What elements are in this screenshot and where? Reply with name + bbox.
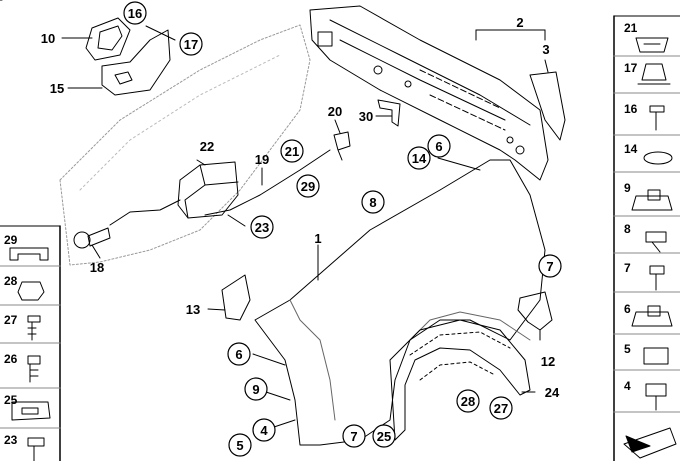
legend-left-4: 25 bbox=[4, 393, 18, 407]
callout-22: 22 bbox=[200, 139, 214, 154]
legend-right-4: 9 bbox=[624, 181, 631, 195]
callout-2: 2 bbox=[516, 15, 523, 30]
legend-left-1: 28 bbox=[4, 274, 18, 288]
callout-29-main: 29 bbox=[301, 179, 315, 194]
callout-16: 16 bbox=[128, 6, 142, 21]
callout-28: 28 bbox=[461, 394, 475, 409]
callout-7-right: 7 bbox=[546, 259, 553, 274]
callout-7-low: 7 bbox=[350, 429, 357, 444]
right-legend-labels: 21 17 16 14 9 8 7 6 5 4 bbox=[624, 21, 638, 393]
rear-frame-bracket bbox=[309, 5, 566, 181]
ghost-body-panel bbox=[59, 24, 311, 266]
callout-6-top: 6 bbox=[435, 139, 442, 154]
legend-right-9: 4 bbox=[624, 379, 631, 393]
cable-18 bbox=[109, 199, 181, 226]
bracket-30 bbox=[377, 99, 401, 127]
legend-icons-right bbox=[623, 37, 677, 459]
callout-14: 14 bbox=[412, 151, 427, 166]
callout-27: 27 bbox=[494, 401, 508, 416]
legend-icons-left bbox=[9, 247, 51, 462]
legend-left-3: 26 bbox=[4, 352, 18, 366]
legend-right-1: 17 bbox=[624, 61, 638, 75]
main-side-panel bbox=[254, 159, 546, 446]
ghost-body-inner bbox=[79, 54, 281, 191]
callout-23: 23 bbox=[255, 220, 269, 235]
actuator-22 bbox=[177, 161, 239, 219]
callout-5: 5 bbox=[236, 438, 243, 453]
callout-17: 17 bbox=[184, 37, 198, 52]
right-legend-frame bbox=[613, 15, 680, 462]
legend-right-0: 21 bbox=[624, 21, 638, 35]
pin-20 bbox=[333, 131, 351, 161]
callout-18: 18 bbox=[90, 260, 104, 275]
legend-right-2: 16 bbox=[624, 102, 638, 116]
callout-20: 20 bbox=[328, 104, 342, 119]
left-legend-frame bbox=[0, 225, 61, 462]
legend-left-0: 29 bbox=[4, 233, 18, 247]
legend-right-7: 6 bbox=[624, 302, 631, 316]
legend-right-6: 7 bbox=[624, 261, 631, 275]
bracket-13 bbox=[221, 274, 251, 321]
callout-1: 1 bbox=[314, 231, 321, 246]
callout-24: 24 bbox=[545, 385, 560, 400]
callout-15: 15 bbox=[50, 81, 64, 96]
left-legend-labels: 29 28 27 26 25 23 bbox=[4, 233, 18, 447]
callout-circles bbox=[123, 1, 562, 457]
callout-4: 4 bbox=[260, 423, 268, 438]
callout-30: 30 bbox=[359, 109, 373, 124]
callout-6-low: 6 bbox=[235, 347, 242, 362]
callout-13: 13 bbox=[186, 302, 200, 317]
callout-8: 8 bbox=[369, 195, 376, 210]
legend-right-3: 14 bbox=[624, 142, 638, 156]
legend-left-2: 27 bbox=[4, 313, 18, 327]
cable-19 bbox=[204, 149, 331, 216]
wheel-arch-liner bbox=[389, 319, 531, 441]
fuel-flap-parts bbox=[85, 17, 171, 96]
callout-21: 21 bbox=[285, 144, 299, 159]
bracket-12 bbox=[517, 291, 553, 331]
callout-3: 3 bbox=[542, 42, 549, 57]
legend-right-5: 8 bbox=[624, 222, 631, 236]
callout-25: 25 bbox=[377, 429, 391, 444]
callout-19: 19 bbox=[255, 152, 269, 167]
leader-lines bbox=[0, 0, 549, 431]
callout-9: 9 bbox=[252, 382, 259, 397]
callout-12: 12 bbox=[541, 354, 555, 369]
callout-10: 10 bbox=[41, 31, 55, 46]
pin-18 bbox=[87, 227, 111, 247]
grommet-18 bbox=[73, 231, 91, 249]
legend-left-5: 23 bbox=[4, 433, 18, 447]
legend-right-8: 5 bbox=[624, 342, 631, 356]
